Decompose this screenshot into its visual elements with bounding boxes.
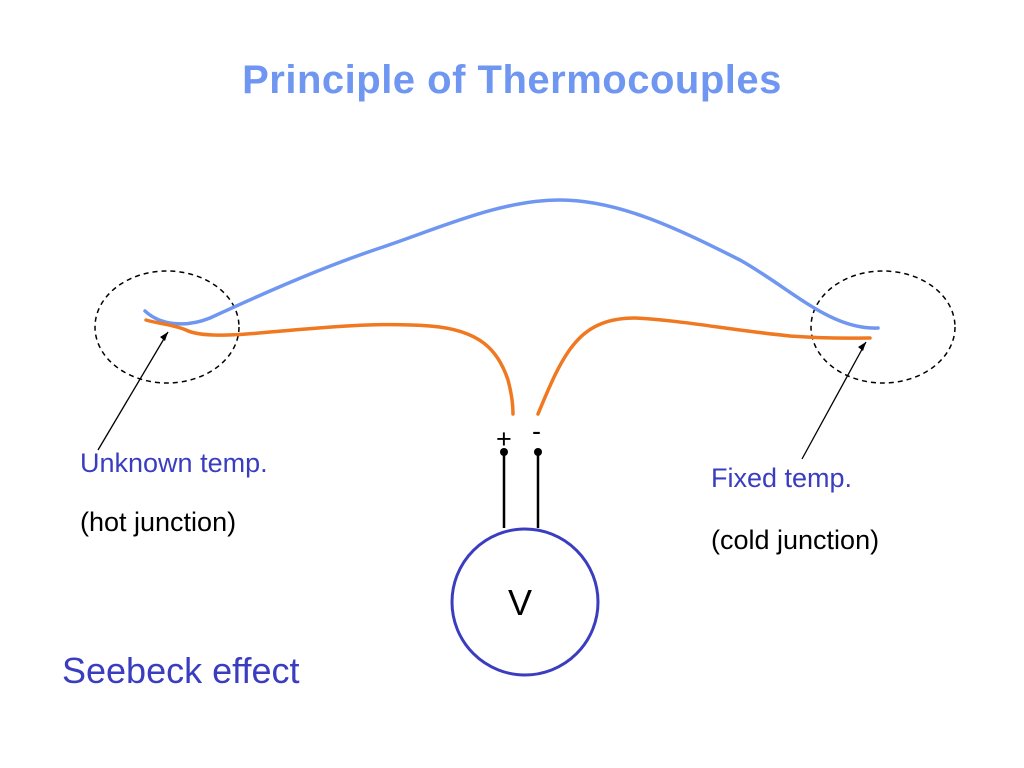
hot-junction-sublabel: (hot junction) [80,507,237,537]
cold-junction-label: Fixed temp. [711,463,853,493]
minus-terminal-dot [534,448,542,456]
cold-junction-arrowhead [858,342,866,351]
hot-junction-arrowhead [160,332,168,341]
hot-junction-circle [94,270,240,384]
plus-terminal-dot [500,448,508,456]
voltmeter-circle [450,527,600,677]
minus-sign: - [532,416,541,446]
hot-junction-pointer [97,331,169,451]
wire-metal-b-left [144,318,515,416]
cold-junction-pointer [801,341,867,460]
plus-sign: + [496,424,512,454]
seebeck-effect-label: Seebeck effect [62,650,300,691]
cold-junction-sublabel: (cold junction) [711,525,880,555]
page-title: Principle of Thermocouples [242,58,782,102]
cold-junction-circle [810,270,956,384]
voltmeter-symbol: V [508,582,533,623]
wire-metal-b-right [536,316,872,416]
hot-junction-label: Unknown temp. [80,448,268,478]
wire-metal-a [143,198,880,330]
